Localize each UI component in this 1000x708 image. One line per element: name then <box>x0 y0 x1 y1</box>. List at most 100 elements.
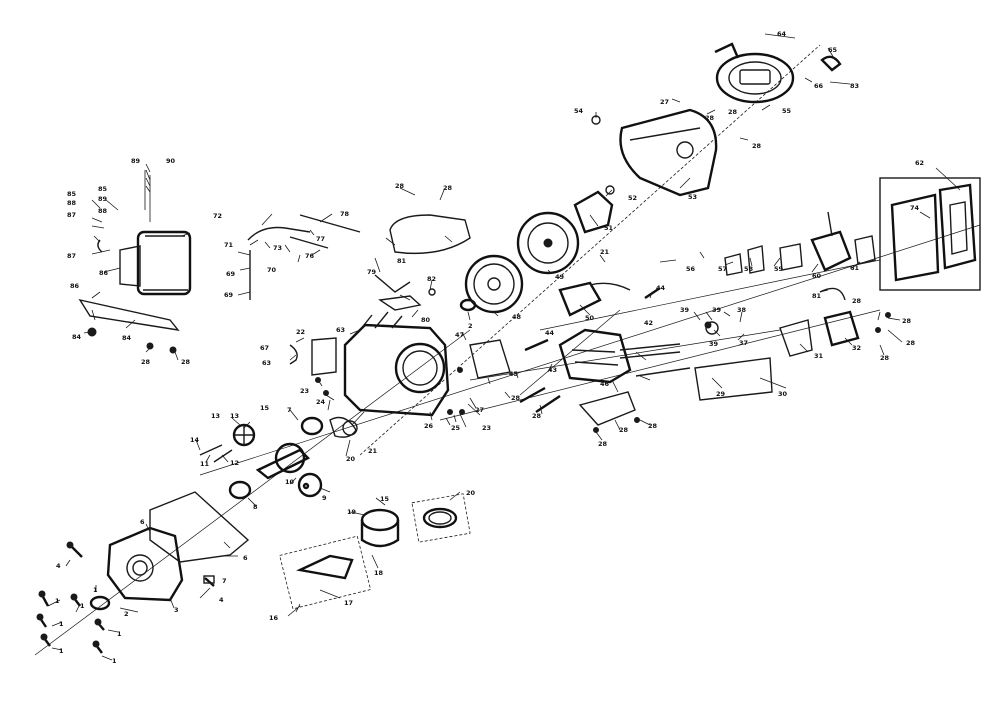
callout-28: 28 <box>880 354 890 362</box>
callout-40: 44 <box>656 284 666 292</box>
head-gasket <box>469 339 511 379</box>
callout-1: 1 <box>55 597 60 605</box>
assembly-axes <box>34 44 981 656</box>
crankcase-block <box>311 295 450 417</box>
module-48 <box>558 281 602 317</box>
callout-1: 1 <box>80 602 85 610</box>
callout-28: 28 <box>906 339 916 347</box>
crankcase-cover-plate <box>311 337 337 376</box>
callout-63: 67 <box>260 344 269 352</box>
piston-assembly <box>279 493 471 610</box>
callout-12: 13 <box>211 412 220 420</box>
callout-labels: 64 65 66 83 55 27 28 28 28 54 52 53 51 4… <box>55 30 924 665</box>
callout-62: 63 <box>262 359 271 367</box>
callout-14: 15 <box>260 404 270 412</box>
callout-1: 1 <box>93 586 98 594</box>
flywheel-group <box>459 185 631 317</box>
callout-28: 28 <box>141 358 151 366</box>
bolts-lower-left <box>36 541 215 654</box>
callout-19: 20 <box>466 489 476 497</box>
callout-13: 13 <box>230 412 239 420</box>
callout-44: 45 <box>509 370 519 378</box>
callout-2: 2 <box>468 322 473 330</box>
connecting-rod <box>296 554 354 580</box>
callout-81: 85 <box>67 190 77 198</box>
callout-29: 28 <box>619 426 629 434</box>
muffler-bracket <box>78 298 180 331</box>
callout-5: 6 <box>243 554 248 562</box>
callout-2: 2 <box>124 610 129 618</box>
carburetor-58 <box>810 230 852 272</box>
callout-34: 37 <box>739 339 748 347</box>
valve-cover-frame <box>694 357 773 401</box>
callout-70: 76 <box>305 252 315 260</box>
callout-53: 55 <box>782 107 792 115</box>
callout-85: 89 <box>98 195 108 203</box>
callout-26: 28 <box>511 394 521 402</box>
callout-1: 1 <box>59 620 64 628</box>
cylinder-head <box>469 310 860 426</box>
callout-28: 28 <box>443 184 453 192</box>
callout-80: 84 <box>72 333 82 341</box>
callout-78: 83 <box>850 82 859 90</box>
callout-24: 26 <box>424 422 434 430</box>
callout-8: 9 <box>322 494 327 502</box>
starter-handle <box>820 55 842 72</box>
callout-22: 23 <box>482 424 491 432</box>
callout-3: 3 <box>174 606 179 614</box>
callout-59: 61 <box>850 264 860 272</box>
callout-28: 28 <box>598 440 608 448</box>
flywheel-47 <box>516 211 580 275</box>
callout-45: 47 <box>455 331 464 339</box>
callout-74: 80 <box>421 316 431 324</box>
callout-20: 21 <box>368 447 378 455</box>
callout-63: 64 <box>777 30 787 38</box>
callout-55: 57 <box>718 265 727 273</box>
crankcase-cover <box>89 491 250 611</box>
callout-23: 25 <box>451 424 461 432</box>
callout-69: 74 <box>910 204 920 212</box>
callout-82: 86 <box>99 269 109 277</box>
oil-seal <box>89 595 111 611</box>
callout-81: 85 <box>98 185 108 193</box>
callout-67: 71 <box>224 241 234 249</box>
callout-65: 69 <box>226 270 236 278</box>
callout-16: 17 <box>344 599 353 607</box>
callout-7: 7 <box>287 406 292 414</box>
callout-71: 77 <box>316 235 325 243</box>
callout-37: 39 <box>712 306 722 314</box>
callout-85: 88 <box>67 199 77 207</box>
callout-18: 19 <box>347 508 357 516</box>
callout-84: 88 <box>98 207 108 215</box>
callout-39: 42 <box>644 319 653 327</box>
callout-72: 78 <box>340 210 350 218</box>
air-filter-frame <box>879 177 981 291</box>
callout-58: 60 <box>812 272 822 280</box>
callout-38: 39 <box>680 306 690 314</box>
bearing-7b <box>300 416 324 436</box>
callout-21: 22 <box>296 328 305 336</box>
callout-48: 50 <box>585 314 595 322</box>
recoil-starter <box>715 52 795 104</box>
callout-63: 65 <box>828 46 838 54</box>
callout-68: 72 <box>213 212 222 220</box>
callout-28: 28 <box>752 142 762 150</box>
callout-32: 31 <box>814 352 824 360</box>
air-filter-cover <box>938 183 977 270</box>
callout-35: 38 <box>737 306 747 314</box>
bearing-7 <box>228 480 252 500</box>
callout-43: 44 <box>545 329 555 337</box>
callout-54: 56 <box>686 265 696 273</box>
callout-60: 62 <box>915 159 924 167</box>
callout-61: 63 <box>336 326 345 334</box>
muffler-assembly <box>78 170 192 354</box>
callout-1: 1 <box>112 657 117 665</box>
carburetor-group <box>724 177 981 301</box>
callout-79: 84 <box>122 334 132 342</box>
callout-84: 87 <box>67 211 76 219</box>
callout-1: 1 <box>59 647 64 655</box>
callout-28: 28 <box>648 422 658 430</box>
callout-6: 7 <box>222 577 227 585</box>
callout-52: 54 <box>574 107 584 115</box>
callout-17: 18 <box>374 569 384 577</box>
